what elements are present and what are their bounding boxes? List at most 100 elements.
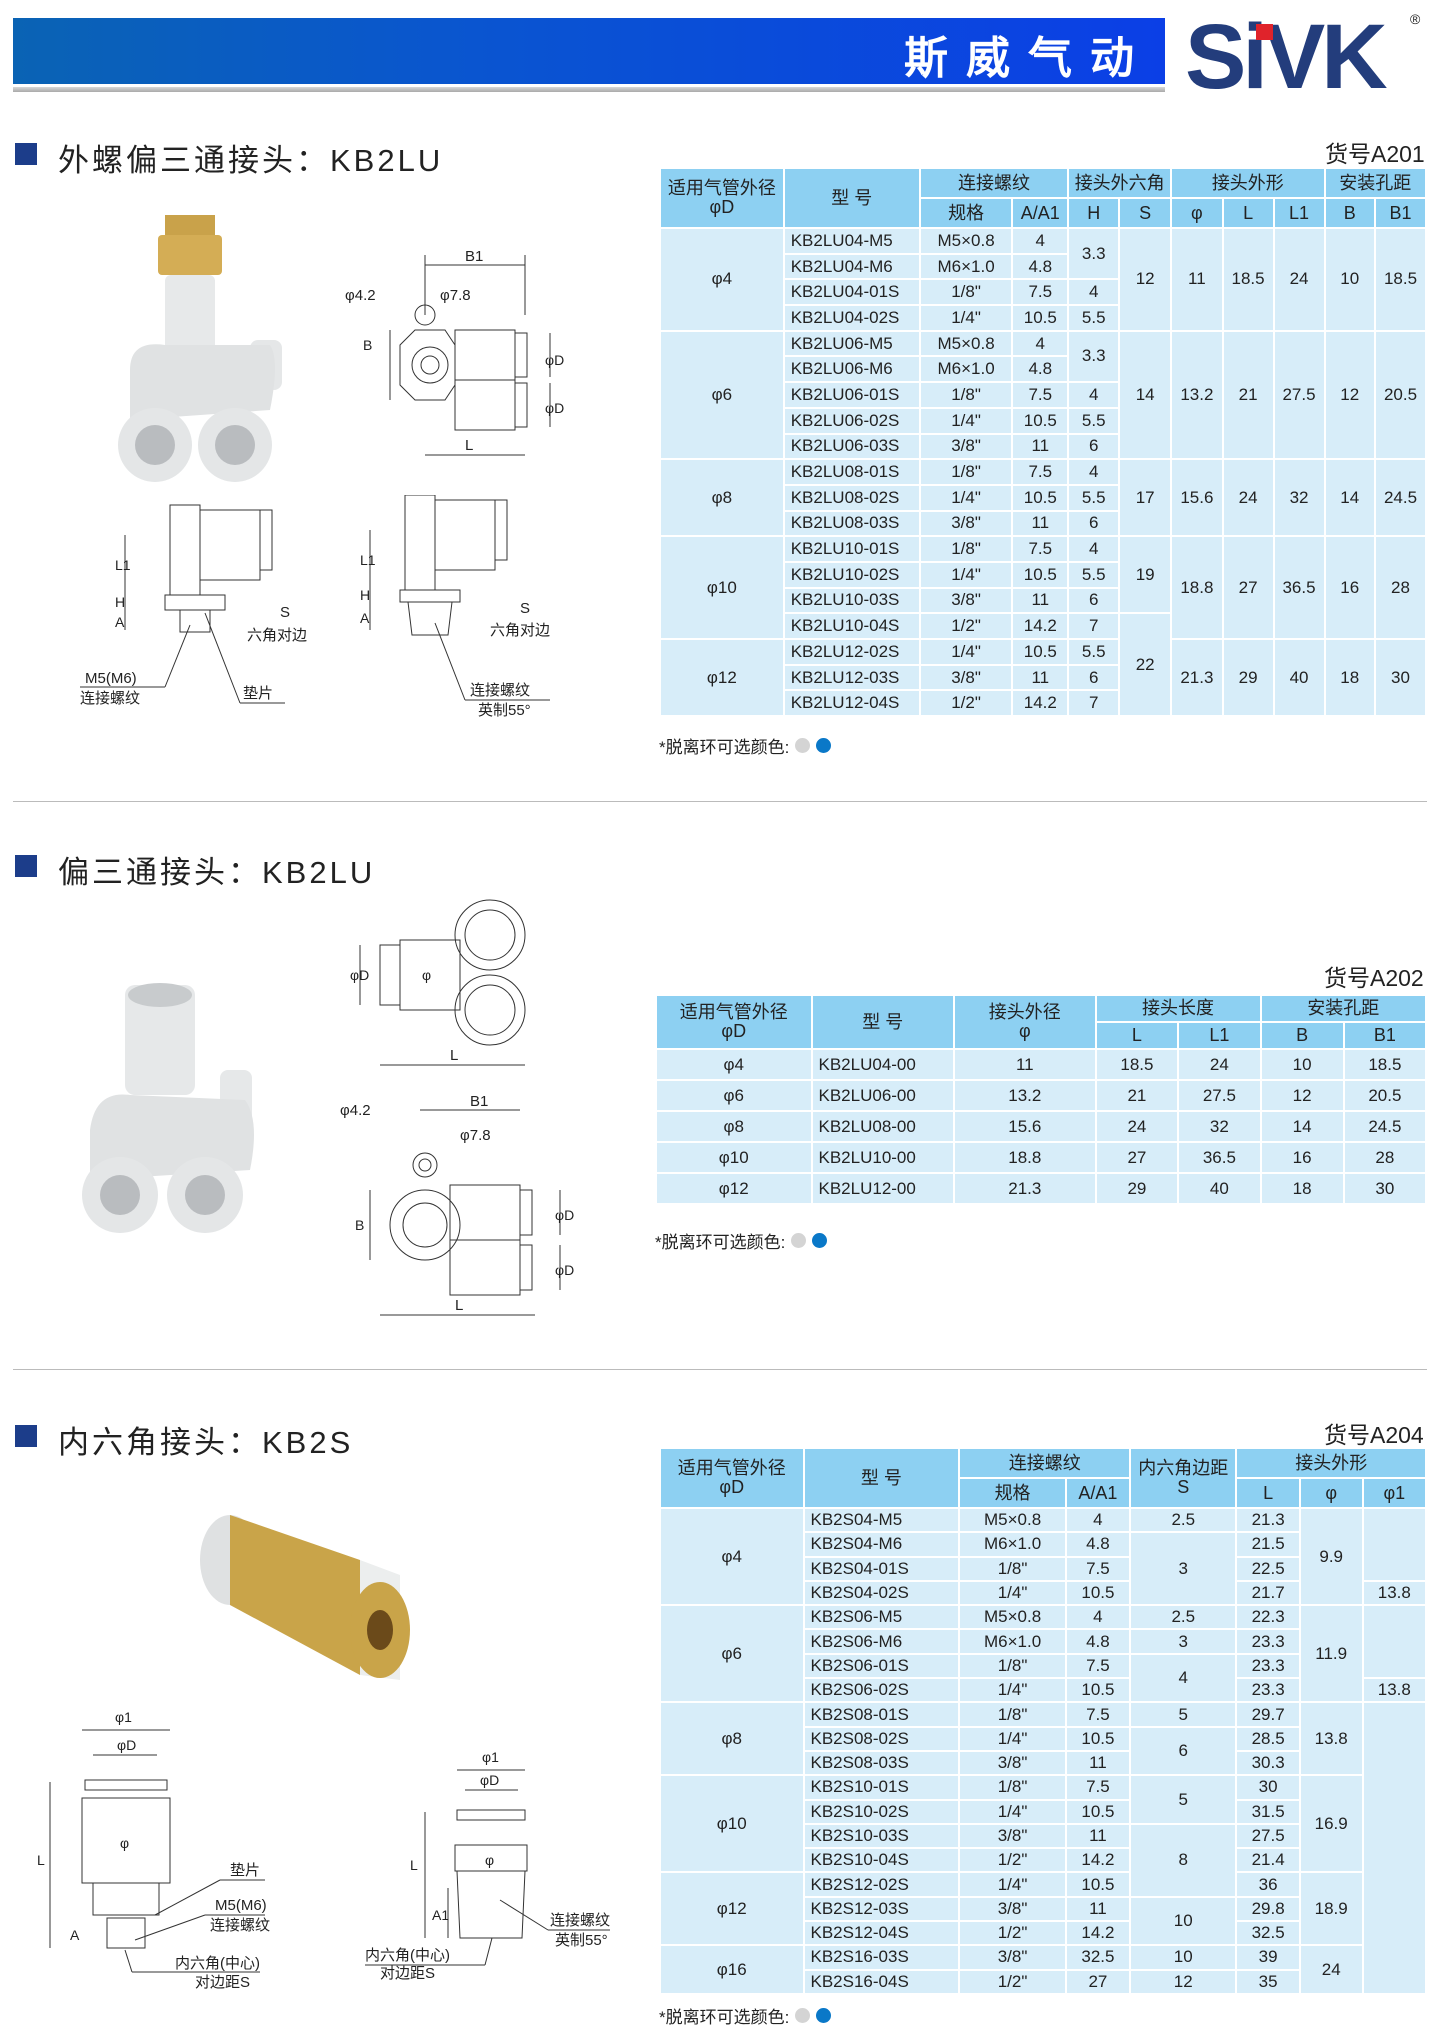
sivk-logo: SiVK ® [1185,8,1421,98]
model-cell: KB2LU08-01S [782,458,921,486]
table-cell: 7 [1067,689,1121,718]
svg-text:φ: φ [422,967,431,983]
table-cell: 30 [1235,1774,1301,1801]
svg-text:英制55°: 英制55° [555,1931,608,1949]
table-cell: 2.5 [1129,1506,1238,1534]
svg-text:L1: L1 [115,557,131,573]
table-cell: 10.5 [1011,483,1070,512]
column-header: 规格 [918,197,1014,229]
table-cell: 14.2 [1064,1920,1132,1947]
table-cell: φ4 [655,1048,813,1081]
table-cell: 6 [1067,663,1121,692]
table-cell: 1/2" [958,1847,1067,1874]
column-header: A/A1 [1011,197,1070,229]
table-cell: M6×1.0 [958,1531,1067,1558]
model-cell: KB2LU10-03S [782,586,921,615]
ring-color-note: *脱离环可选颜色: [659,733,832,758]
svg-text:φD: φD [480,1772,499,1788]
model-cell: KB2S16-04S [802,1968,961,1995]
svg-text:φD: φD [117,1737,136,1753]
table-cell: 10 [1129,1895,1238,1947]
section-title-kb2lu: 偏三通接头：KB2LU [58,855,376,890]
table-cell: 11.9 [1298,1604,1364,1704]
column-header: 适用气管外径 φD [659,167,785,229]
table-cell: 7.5 [1011,535,1070,563]
table-cell: 30 [1373,637,1428,718]
item-code: 货号A204 [1324,1422,1424,1448]
column-header: 接头外形 [1170,167,1326,199]
model-cell: KB2LU04-01S [782,278,921,307]
table-cell: 7 [1067,612,1121,640]
table-cell: φ4 [659,1506,805,1607]
drawing-kb2lu-front: φ4.2 B1 φ7.8 φD φD B L [340,1093,574,1316]
column-header: B [1323,197,1376,229]
table-cell: 32.5 [1064,1944,1132,1971]
table-cell: 17 [1118,458,1173,538]
table-cell: 27 [1064,1968,1132,1995]
ring-color-gray-swatch [795,2008,811,2023]
table-cell: 20.5 [1342,1079,1428,1112]
drawing-kb2lu-top: φD φ L [350,899,526,1066]
model-cell: KB2S08-03S [802,1749,961,1777]
table-cell: 3/8" [918,663,1014,692]
model-cell: KB2LU12-03S [782,663,921,692]
svg-text:φ4.2: φ4.2 [340,1102,371,1119]
logo-red-dot [1256,24,1273,40]
model-cell: KB2LU06-M5 [782,329,921,358]
column-header: 规格 [958,1477,1067,1509]
section-marker [15,1425,37,1447]
table-cell: 14 [1323,458,1376,538]
table-cell: 4 [1064,1604,1132,1631]
svg-text:φD: φD [545,400,564,416]
table-cell: 4.8 [1064,1531,1132,1558]
table-cell: 5 [1129,1701,1238,1728]
table-cell: 3.3 [1067,329,1121,384]
model-cell: KB2S12-03S [802,1895,961,1923]
table-cell: 21.3 [1170,637,1224,718]
table-cell: 6 [1129,1725,1238,1777]
ring-color-label: *脱离环可选颜色: [655,1233,786,1252]
column-header: A/A1 [1064,1477,1132,1509]
table-cell: 1/8" [958,1652,1067,1680]
section-divider [13,1369,1427,1370]
table-cell: 1/4" [918,560,1014,589]
table-cell: 22 [1118,612,1173,718]
table-cell: 4 [1067,535,1121,563]
ring-color-note: *脱离环可选颜色: [659,2003,832,2028]
table-cell: 35 [1235,1968,1301,1995]
table-cell: 29.7 [1235,1701,1301,1728]
model-cell: KB2LU06-00 [810,1079,956,1112]
model-cell: KB2S04-01S [802,1555,961,1582]
table-cell: φ12 [659,637,785,718]
table-cell: 1/4" [958,1725,1067,1752]
table-cell: 18.8 [1170,535,1224,640]
model-cell: KB2LU06-02S [782,406,921,435]
table-cell: φ16 [659,1944,805,1995]
table-cell: 29 [1221,637,1275,718]
column-header: 适用气管外径 φD [655,994,813,1050]
table-cell: φ8 [659,458,785,538]
table-cell: 7.5 [1064,1652,1132,1680]
table-cell: φ8 [659,1701,805,1777]
table-cell: 9.9 [1298,1506,1364,1607]
table-cell: M6×1.0 [918,252,1014,281]
column-header: 内六角边距 S [1129,1447,1238,1509]
model-cell: KB2S10-03S [802,1822,961,1850]
